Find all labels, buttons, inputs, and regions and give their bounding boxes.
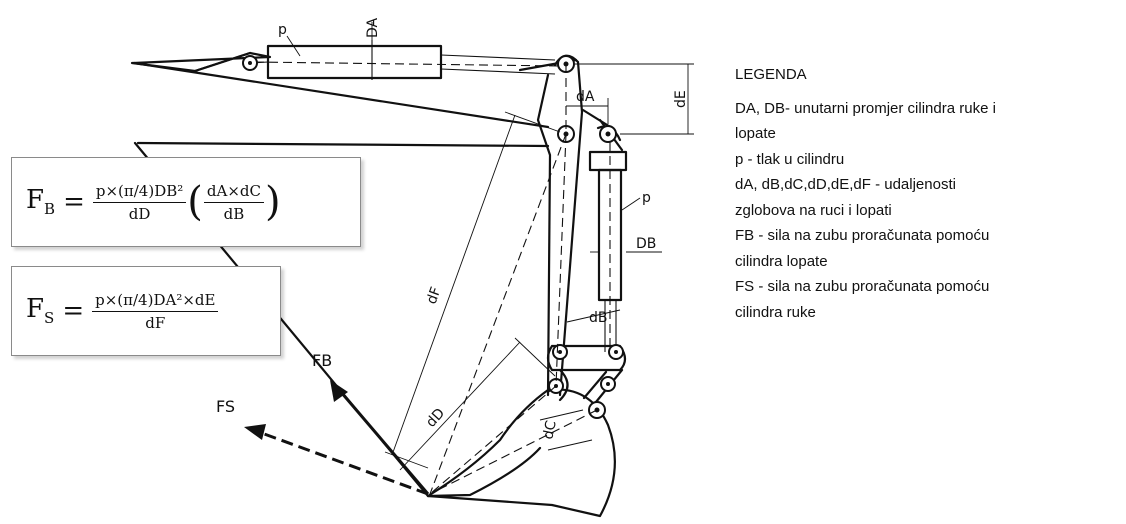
label-p-right: p: [642, 190, 651, 206]
formula-fs-box: FS = p×(π/4)DA²×dE dF: [11, 266, 281, 356]
label-dE: dE: [673, 90, 689, 108]
legend-line-7: cilindra lopate: [735, 252, 828, 270]
formula-fb-lhs: FB: [26, 185, 56, 219]
formula-fb-fraction: p×(π/4)DB² dD: [92, 182, 187, 223]
formula-fs-equals: =: [62, 296, 85, 326]
arm-cylinder: [249, 40, 561, 80]
force-arrows: [244, 380, 430, 496]
formula-fb-paren-denominator: dB: [223, 204, 245, 223]
label-dB: dB: [589, 310, 608, 326]
boom: [130, 51, 550, 148]
formula-fb-paren-fraction: dA×dC dB: [203, 182, 264, 223]
formula-fs-fraction: p×(π/4)DA²×dE dF: [92, 291, 219, 332]
formula-fs-numerator: p×(π/4)DA²×dE: [92, 291, 219, 312]
formula-fb-equals: =: [63, 187, 85, 217]
legend-line-4: dA, dB,dC,dD,dE,dF - udaljenosti: [735, 176, 956, 193]
formula-fb-paren-open: (: [187, 179, 203, 225]
label-dC: dC: [540, 419, 560, 441]
label-DA: DA: [365, 17, 381, 38]
legend-line-5: zglobova na ruci i lopati: [735, 201, 892, 219]
formula-fb-paren-close: ): [264, 179, 281, 225]
legend-line-8: FS - sila na zubu proračunata pomoću: [735, 278, 990, 295]
formula-fb-box: FB = p×(π/4)DB² dD ( dA×dC dB ): [11, 157, 361, 247]
legend: LEGENDA DA, DB- unutarni promjer cilindr…: [735, 62, 1115, 325]
formula-fb-paren-numerator: dA×dC: [203, 182, 264, 203]
label-p-top: p: [278, 22, 287, 38]
legend-line-1: DA, DB- unutarni promjer cilindra ruke i: [735, 99, 996, 117]
arm: [518, 54, 624, 397]
legend-line-2: lopate: [735, 125, 776, 142]
label-DB: DB: [636, 236, 656, 252]
dimension-lines: [286, 22, 694, 471]
formula-fs-lhs: FS: [26, 294, 55, 328]
formula-fs-denominator: dF: [145, 313, 166, 332]
label-FB: FB: [312, 351, 332, 370]
legend-title: LEGENDA: [735, 66, 807, 83]
label-FS: FS: [216, 397, 235, 416]
bucket-cylinder: [588, 142, 628, 355]
label-dA: dA: [576, 89, 595, 105]
label-dF: dF: [424, 285, 445, 306]
formula-fb-denominator: dD: [128, 204, 151, 223]
legend-line-3: p - tlak u cilindru: [735, 150, 845, 168]
formula-fb-numerator: p×(π/4)DB²: [92, 182, 187, 203]
geometry-lines: [429, 64, 598, 495]
legend-line-9: cilindra ruke: [735, 303, 816, 321]
label-dD: dD: [423, 405, 448, 430]
legend-line-6: FB - sila na zubu proračunata pomoću: [735, 227, 990, 244]
